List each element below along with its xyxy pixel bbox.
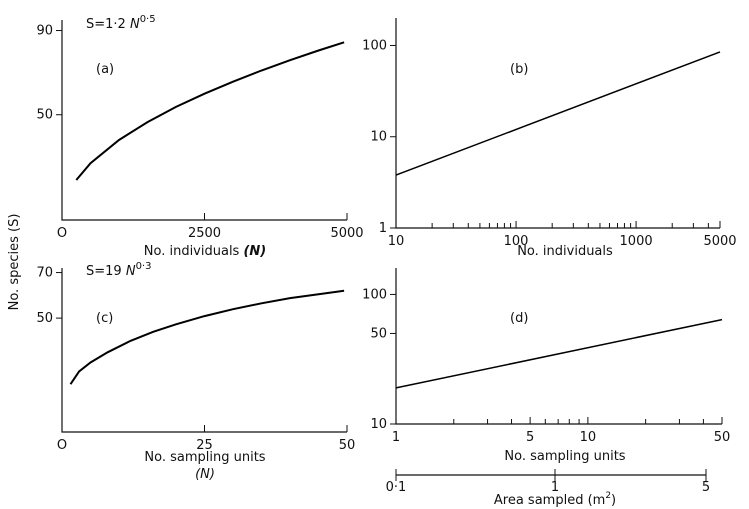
panel-b-xlabel: No. individuals	[517, 244, 613, 259]
panel-b-series-line	[395, 51, 721, 176]
panel-c-xlabel-var: (N)	[195, 467, 215, 482]
panel-b-ytick-label: 1	[379, 221, 387, 236]
panel-a-ytick-label: 90	[36, 24, 53, 39]
panel-c-equation: S=19 N0·3	[86, 261, 151, 279]
panel-a-xlabel: No. individuals (N)	[144, 244, 266, 259]
panel-c-axes	[61, 268, 347, 433]
panel-c-xtick-label: 25	[196, 438, 213, 453]
y-axis-label: No. species (S)	[7, 214, 22, 311]
panel-d-ytick-label: 10	[370, 417, 387, 432]
panel-b-xtick-label: 1000	[620, 234, 653, 249]
panel-c-xtick-label: O	[57, 438, 67, 453]
panel-c-ytick-label: 50	[36, 311, 53, 326]
panel-a-axes	[61, 20, 347, 221]
panel-d-axes	[395, 268, 722, 425]
panel-c-label: (c)	[96, 311, 113, 326]
panel-a: O 2500 5000 50 90 S=1·2 N0·5 (a) No. individ…	[36, 14, 363, 259]
panel-a-xtick-label: 5000	[330, 226, 363, 241]
area-axis-label: Area sampled (m2)	[494, 491, 616, 508]
panel-a-label: (a)	[96, 62, 114, 77]
panel-c-xtick-label: 50	[339, 438, 356, 453]
panel-b-ytick-label: 10	[370, 130, 387, 145]
panel-d-xtick-label: 10	[580, 430, 597, 445]
panel-b-xtick-label: 5000	[703, 234, 736, 249]
panel-a-xtick-label: 2500	[188, 226, 221, 241]
panel-d-xtick-label: 5	[526, 430, 534, 445]
panel-b-ytick-label: 100	[362, 38, 387, 53]
area-axis-tick-label: 1	[551, 480, 559, 495]
panel-a-equation: S=1·2 N0·5	[86, 14, 156, 32]
panel-a-xtick-label: O	[57, 226, 67, 241]
panel-d: 1 5 10 50 10 50 100 (d) No. sampling units 0·1…	[362, 268, 730, 508]
panel-d-label: (d)	[510, 311, 528, 326]
panel-c: O 25 50 50 70 S=19 N0·3 (c) No. sampling uni…	[36, 261, 355, 482]
panel-a-ytick-label: 50	[36, 108, 53, 123]
panel-b-xtick-label: 100	[504, 234, 529, 249]
panel-d-ytick-label: 100	[362, 287, 387, 302]
panel-b-label: (b)	[510, 62, 528, 77]
panel-a-series-line	[75, 41, 345, 181]
panel-c-ytick-label: 70	[36, 266, 53, 281]
panel-d-xtick-label: 1	[392, 430, 400, 445]
panel-b-axes	[395, 18, 720, 229]
area-axis-tick-label: 0·1	[386, 480, 407, 495]
panel-c-series-line	[69, 289, 345, 385]
panel-d-xtick-label: 50	[714, 430, 731, 445]
panel-d-xlabel: No. sampling units	[504, 449, 625, 464]
panel-c-xlabel: No. sampling units	[144, 450, 265, 465]
panel-b-xtick-label: 10	[388, 234, 405, 249]
panel-d-series-line	[395, 318, 723, 389]
panel-d-ytick-label: 50	[370, 326, 387, 341]
area-axis-tick-label: 5	[702, 480, 710, 495]
